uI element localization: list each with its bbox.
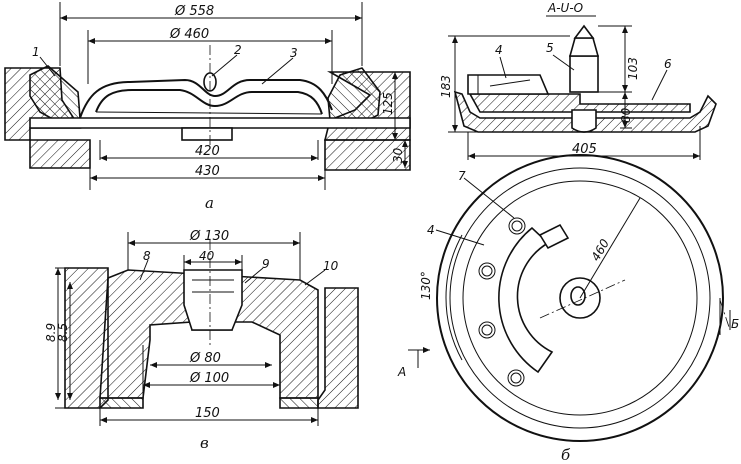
- bottom-plate: [29, 117, 411, 129]
- dim-a-420: 420: [195, 144, 220, 159]
- callout-7: 7: [458, 169, 466, 183]
- dim-a-558: Ø 558: [174, 4, 214, 19]
- caption-a: а: [205, 194, 214, 212]
- dim-v-130: Ø 130: [189, 229, 229, 244]
- bolt-4: [507, 369, 525, 387]
- right-housing: [317, 287, 359, 409]
- right-lower-block: [324, 139, 411, 171]
- dish-inner: [95, 89, 323, 115]
- dim-a-30: 30: [391, 147, 405, 163]
- section-label-aa: А-U-О: [547, 1, 583, 15]
- callout-10: 10: [323, 259, 339, 273]
- callout-3: 3: [290, 46, 298, 60]
- caption-b: б: [561, 446, 571, 464]
- outer-rim: [436, 154, 724, 442]
- dish-outer: [79, 78, 333, 119]
- dim-v-89: 8.9: [44, 323, 58, 342]
- bolt-2: [478, 262, 496, 280]
- dim-v-100: Ø 100: [189, 371, 229, 386]
- left-lower-block: [29, 139, 91, 169]
- callout-5: 5: [546, 41, 554, 55]
- dim-b-angle: 130°: [419, 271, 433, 300]
- center-insert: [183, 269, 243, 331]
- top-plate-aa: [468, 93, 691, 113]
- bolt-3: [478, 321, 496, 339]
- dim-v-40: 40: [199, 249, 215, 263]
- dim-v-80: Ø 80: [189, 351, 221, 366]
- callout-1: 1: [32, 45, 40, 59]
- stud-aa: [569, 55, 599, 93]
- bolt-1: [508, 217, 526, 235]
- inner-rim: [449, 167, 711, 429]
- dim-aa-183: 183: [439, 75, 453, 98]
- dim-aa-103: 103: [626, 57, 640, 80]
- callout-8: 8: [143, 249, 151, 263]
- callout-2: 2: [234, 43, 242, 57]
- bracket-aa: [467, 74, 550, 95]
- latch-block: [538, 223, 570, 250]
- callout-4-b: 4: [427, 223, 435, 237]
- marker-a: А: [397, 365, 406, 379]
- callout-6: 6: [664, 57, 672, 71]
- caption-v: в: [200, 434, 209, 452]
- dim-a-430: 430: [195, 164, 220, 179]
- sector-cutout: [498, 226, 554, 374]
- dim-aa-405: 405: [572, 142, 597, 157]
- view-b-plan: [408, 154, 731, 442]
- view-a-section: [4, 2, 411, 190]
- dim-a-460: Ø 460: [169, 27, 209, 42]
- callout-9: 9: [262, 257, 270, 271]
- dim-v-85: 8.5: [56, 323, 70, 342]
- view-aa-section: [448, 15, 717, 160]
- dim-a-125: 125: [381, 92, 395, 115]
- lower-boss: [181, 127, 233, 141]
- dim-aa-80: 80: [619, 107, 633, 123]
- callout-4-aa: 4: [495, 43, 503, 57]
- dim-v-150: 150: [195, 406, 220, 421]
- view-v-section: [55, 232, 359, 426]
- marker-b: Б: [731, 317, 739, 331]
